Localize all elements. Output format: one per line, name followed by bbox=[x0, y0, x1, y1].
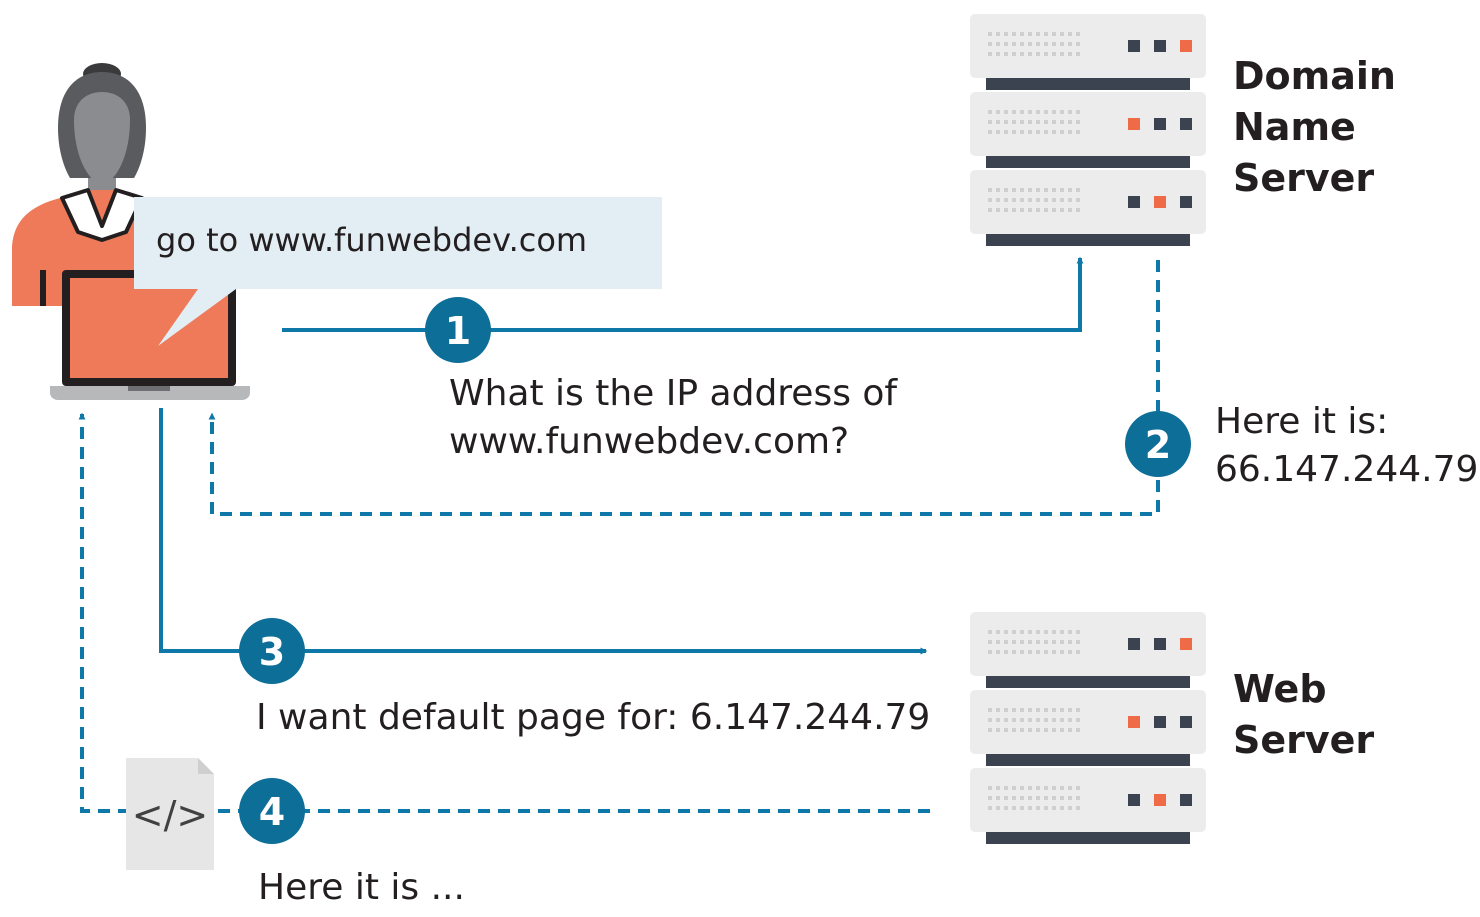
web-server-rack-icon bbox=[970, 612, 1206, 844]
status-light-active bbox=[1128, 716, 1140, 728]
status-light bbox=[1180, 118, 1192, 130]
step1-request-arrow bbox=[282, 256, 1084, 332]
speech-bubble-text: go to www.funwebdev.com bbox=[156, 221, 588, 259]
status-light-active bbox=[1154, 196, 1166, 208]
web-server-title: Web Server bbox=[1233, 664, 1374, 766]
step-1-badge: 1 bbox=[425, 297, 491, 363]
server-unit bbox=[970, 612, 1206, 688]
speech-bubble bbox=[134, 197, 662, 346]
code-document-icon: </> bbox=[126, 758, 214, 870]
dns-server-title-line: Name bbox=[1233, 105, 1356, 149]
status-light bbox=[1128, 40, 1140, 52]
step3-request-arrow bbox=[159, 408, 928, 655]
dns-server-title-line: Domain bbox=[1233, 54, 1396, 98]
server-unit bbox=[970, 690, 1206, 766]
svg-text:2: 2 bbox=[1145, 423, 1171, 467]
step-2-caption-line: Here it is: bbox=[1215, 401, 1389, 442]
status-light bbox=[1128, 196, 1140, 208]
status-light-active bbox=[1180, 40, 1192, 52]
step-2-caption: Here it is: 66.147.244.79 bbox=[1215, 398, 1478, 494]
status-light bbox=[1128, 638, 1140, 650]
status-light bbox=[1154, 716, 1166, 728]
server-unit bbox=[970, 170, 1206, 246]
svg-text:3: 3 bbox=[259, 630, 285, 674]
status-light bbox=[1180, 794, 1192, 806]
status-light bbox=[1154, 40, 1166, 52]
step-1-caption-line: www.funwebdev.com? bbox=[449, 421, 850, 462]
status-light bbox=[1180, 716, 1192, 728]
dns-server-title-line: Server bbox=[1233, 156, 1375, 200]
step-2-caption-line: 66.147.244.79 bbox=[1215, 449, 1479, 490]
web-server-title-line: Server bbox=[1233, 718, 1375, 762]
web-server-title-line: Web bbox=[1233, 667, 1327, 711]
step-3-badge: 3 bbox=[239, 618, 305, 684]
document-code-symbol: </> bbox=[132, 793, 208, 837]
step2-response-arrow bbox=[208, 260, 1160, 516]
step-4-caption: Here it is ... bbox=[258, 864, 465, 912]
step-4-badge: 4 bbox=[239, 778, 305, 844]
step-2-badge: 2 bbox=[1125, 411, 1191, 477]
server-unit bbox=[970, 92, 1206, 168]
server-unit bbox=[970, 768, 1206, 844]
step-1-caption-line: What is the IP address of bbox=[449, 373, 898, 414]
status-light bbox=[1128, 794, 1140, 806]
svg-text:1: 1 bbox=[445, 309, 471, 353]
status-light-active bbox=[1154, 794, 1166, 806]
step-3-caption-line: I want default page for: 6.147.244.79 bbox=[256, 697, 931, 738]
status-light-active bbox=[1128, 118, 1140, 130]
status-light-active bbox=[1180, 638, 1192, 650]
status-light bbox=[1180, 196, 1192, 208]
server-unit bbox=[970, 14, 1206, 90]
status-light bbox=[1154, 118, 1166, 130]
status-light bbox=[1154, 638, 1166, 650]
svg-text:4: 4 bbox=[259, 790, 285, 834]
dns-server-title: Domain Name Server bbox=[1233, 51, 1396, 204]
step-3-caption: I want default page for: 6.147.244.79 bbox=[256, 694, 930, 742]
step-4-caption-line: Here it is ... bbox=[258, 867, 465, 908]
dns-server-rack-icon bbox=[970, 14, 1206, 246]
step4-response-arrow bbox=[78, 412, 930, 813]
step-1-caption: What is the IP address of www.funwebdev.… bbox=[449, 370, 897, 466]
